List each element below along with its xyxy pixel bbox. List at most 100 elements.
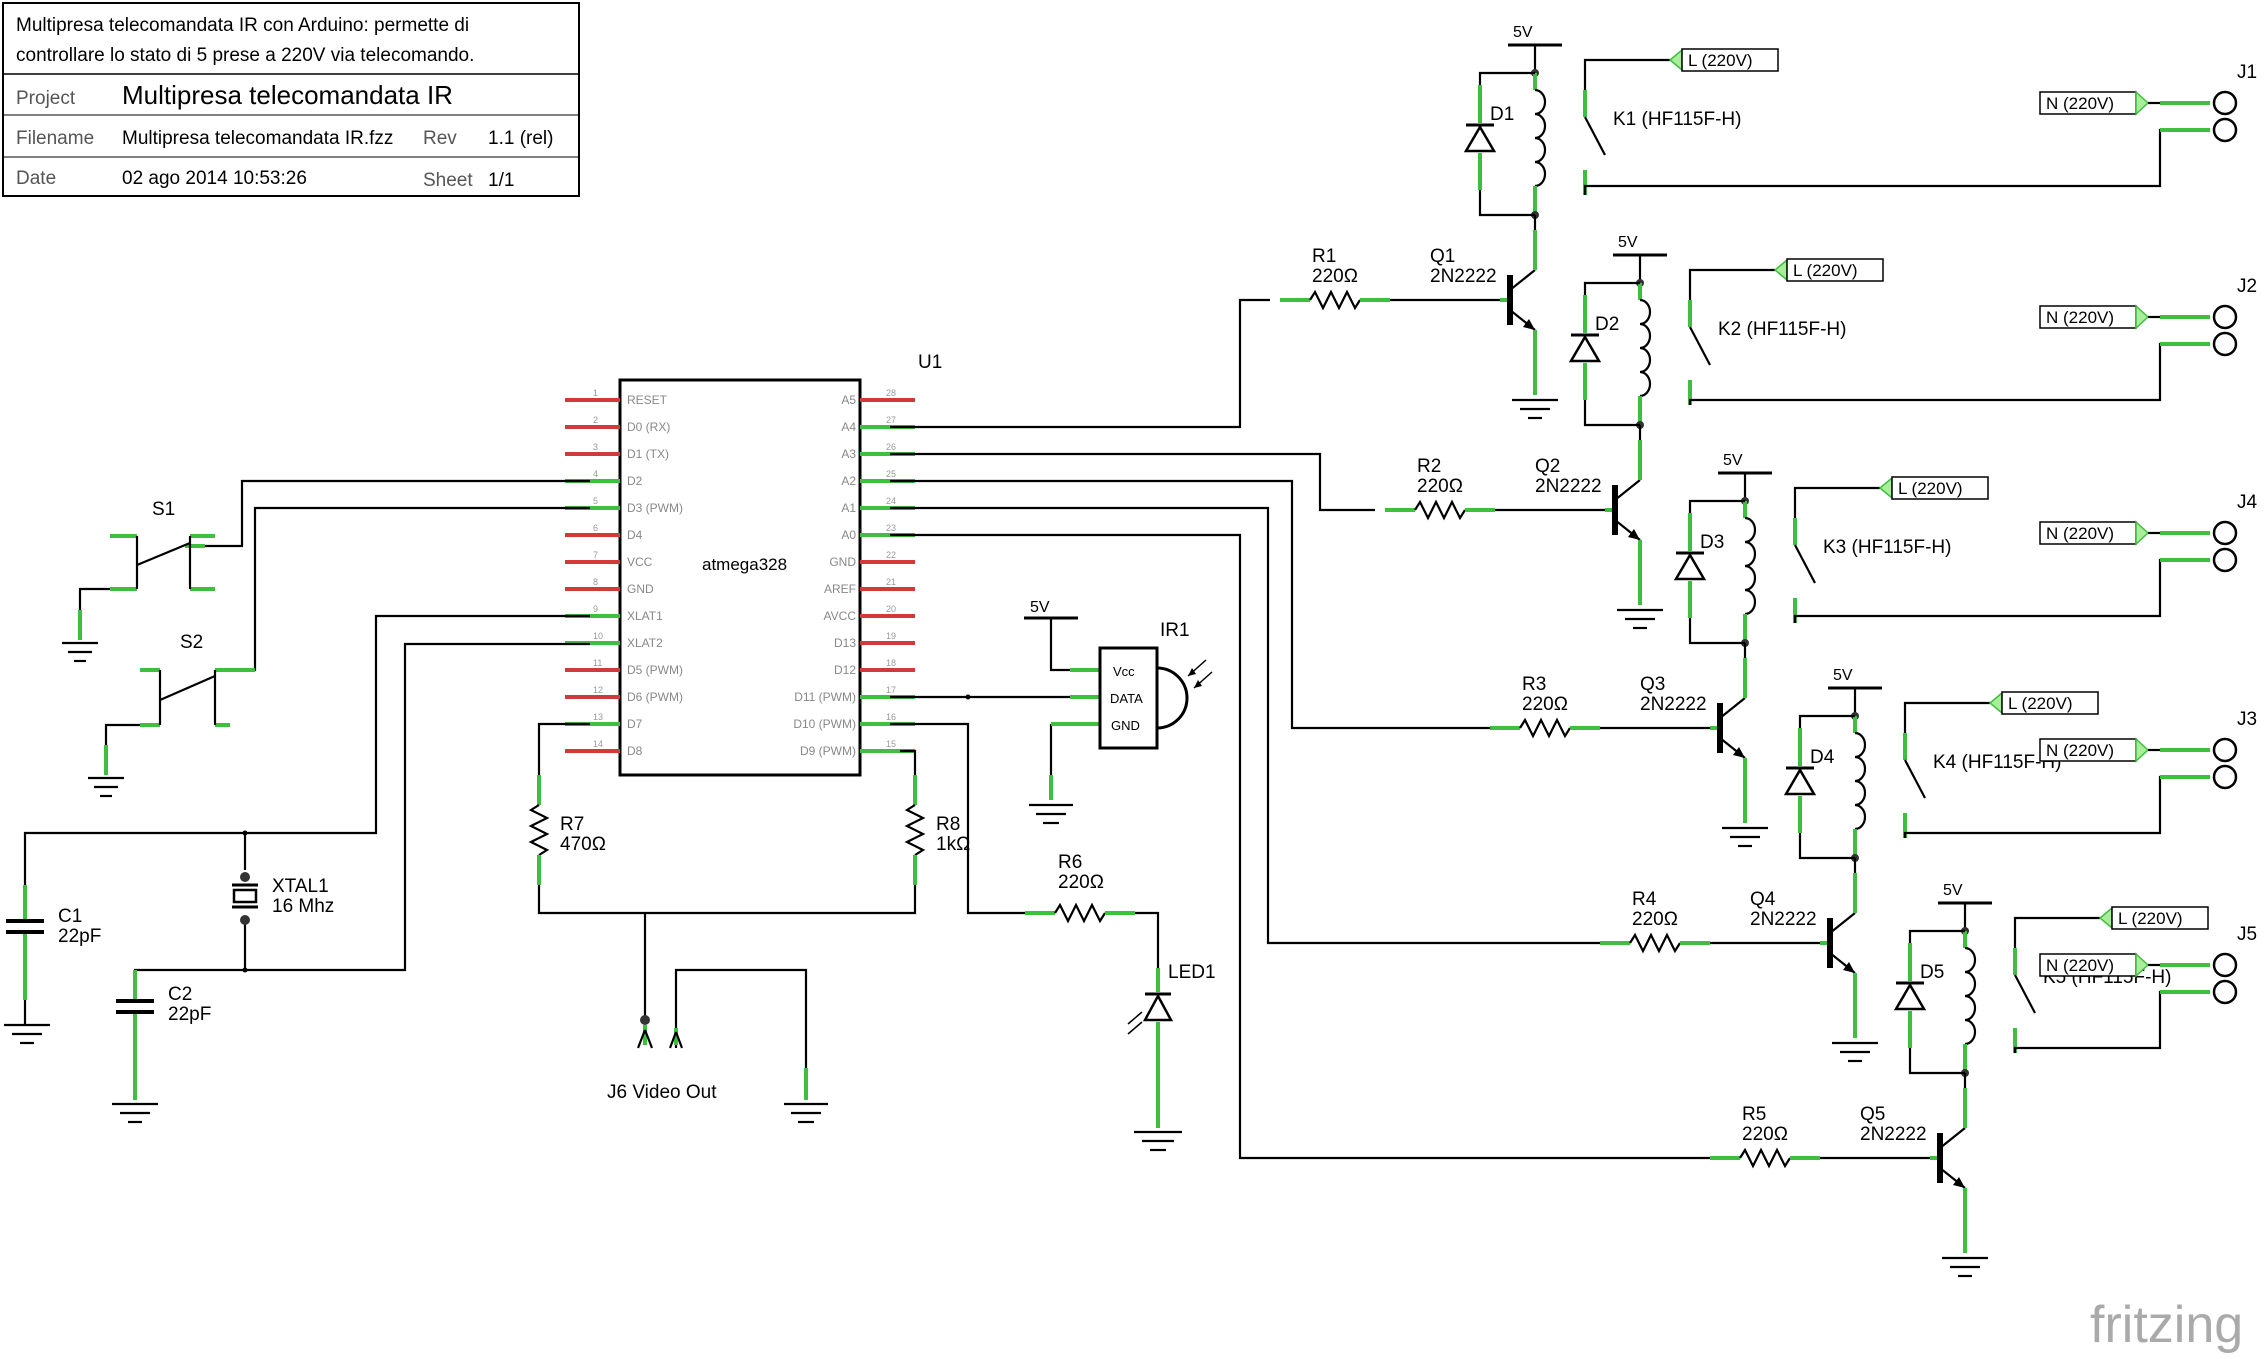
neutral-flag-label: N (220V) bbox=[2046, 308, 2114, 327]
mcu-left-pin-number: 13 bbox=[593, 712, 603, 722]
diode-wire bbox=[1688, 618, 1745, 645]
mcu-right-pin-number: 19 bbox=[886, 631, 896, 641]
xtal-value: 16 Mhz bbox=[272, 896, 334, 917]
output-wire bbox=[2013, 990, 2210, 1053]
diode-wire bbox=[1688, 499, 1745, 528]
transistor-collector bbox=[1829, 912, 1856, 934]
mcu-left-pin-name: XLAT1 bbox=[627, 609, 663, 623]
mcu-left-pin-name: D2 bbox=[627, 474, 643, 488]
line-wire bbox=[1793, 486, 1880, 518]
s2-label: S2 bbox=[180, 632, 203, 653]
mcu-right-pin-number: 16 bbox=[886, 712, 896, 722]
transistor-label: Q4 bbox=[1750, 889, 1776, 910]
mcu-right-pin-number: 26 bbox=[886, 442, 896, 452]
ir-data-pin: DATA bbox=[1110, 691, 1143, 706]
mcu-right-pin-number: 25 bbox=[886, 469, 896, 479]
output-wire bbox=[1688, 342, 2210, 405]
c2-label: C2 bbox=[168, 984, 192, 1005]
mcu-right-pin-name: A2 bbox=[841, 474, 856, 488]
mcu-left-pin-name: D3 (PWM) bbox=[627, 501, 683, 515]
mcu-right-pin-number: 18 bbox=[886, 658, 896, 668]
ir-supply-label: 5V bbox=[1030, 599, 1050, 616]
socket-terminal bbox=[2212, 90, 2238, 116]
neutral-flag bbox=[2135, 304, 2150, 330]
output-wire bbox=[1793, 558, 2210, 623]
mcu-left-pin-number: 6 bbox=[593, 523, 598, 533]
mcu-right-pin-name: A1 bbox=[841, 501, 856, 515]
diode-wire bbox=[1583, 281, 1640, 310]
socket-terminal bbox=[2212, 764, 2238, 790]
line-flag-box bbox=[2111, 906, 2209, 930]
switch-contact bbox=[1904, 759, 1926, 799]
resistor-label: R1 bbox=[1312, 246, 1336, 267]
resistor-body bbox=[1739, 1147, 1791, 1169]
diode-label: D2 bbox=[1595, 314, 1619, 335]
diode-body bbox=[1893, 982, 1927, 1011]
mcu-left-pin-number: 14 bbox=[593, 739, 603, 749]
mcu-left-pin-name: D8 bbox=[627, 744, 643, 758]
mcu-right-pin-number: 15 bbox=[886, 739, 896, 749]
c2-value: 22pF bbox=[168, 1004, 211, 1025]
line-flag bbox=[1773, 258, 1788, 282]
mcu-name: atmega328 bbox=[702, 555, 787, 574]
socket-terminal bbox=[2212, 547, 2238, 573]
socket-terminal bbox=[2212, 331, 2238, 357]
ir-gnd-pin: GND bbox=[1111, 718, 1140, 733]
transistor-arrow bbox=[1733, 747, 1745, 758]
diode-body bbox=[1568, 334, 1602, 363]
mcu-right-pin-number: 20 bbox=[886, 604, 896, 614]
switch-s2: S2 bbox=[88, 632, 230, 798]
transistor-value: 2N2222 bbox=[1535, 476, 1602, 497]
neutral-flag-label: N (220V) bbox=[2046, 741, 2114, 760]
line-wire bbox=[1688, 268, 1775, 300]
mcu-left-pin-name: D7 bbox=[627, 717, 643, 731]
socket-label: J3 bbox=[2237, 709, 2257, 730]
vcc-label: 5V bbox=[1513, 24, 1533, 41]
crystal-xtal1: XTAL1 16 Mhz bbox=[232, 830, 334, 973]
transistor-label: Q3 bbox=[1640, 674, 1665, 695]
resistor-value: 220Ω bbox=[1312, 266, 1358, 287]
mcu-right-pin-number: 21 bbox=[886, 577, 896, 587]
diode-wire bbox=[1908, 929, 1965, 958]
neutral-flag-label: N (220V) bbox=[2046, 956, 2114, 975]
sheet-value: 1/1 bbox=[488, 170, 514, 191]
transistor-collector bbox=[1509, 269, 1536, 291]
neutral-flag bbox=[2135, 520, 2150, 546]
diode-wire bbox=[1478, 190, 1535, 217]
vcc-label: 5V bbox=[1943, 882, 1963, 899]
mcu-left-pin-number: 8 bbox=[593, 577, 598, 587]
mcu-left-pin-name: RESET bbox=[627, 393, 668, 407]
mcu-right-pin-name: D10 (PWM) bbox=[793, 717, 856, 731]
mcu-right-pin-name: A5 bbox=[841, 393, 856, 407]
capacitor-c2: C2 22pF bbox=[112, 970, 211, 1124]
r7-label: R7 bbox=[560, 814, 584, 835]
video-label: J6 Video Out bbox=[607, 1082, 717, 1103]
switch-contact bbox=[1689, 326, 1711, 366]
resistor-body bbox=[1414, 499, 1466, 521]
line-wire bbox=[1583, 58, 1670, 90]
vcc-label: 5V bbox=[1618, 234, 1638, 251]
description-line-2: controllare lo stato di 5 prese a 220V v… bbox=[16, 45, 474, 66]
resistor-body bbox=[1309, 289, 1361, 311]
r8-label: R8 bbox=[936, 814, 960, 835]
line-flag-label: L (220V) bbox=[2118, 909, 2183, 928]
video-out-j6: J6 Video Out bbox=[537, 885, 917, 1124]
mcu-left-pin-name: VCC bbox=[627, 555, 653, 569]
line-flag-label: L (220V) bbox=[1688, 51, 1753, 70]
mcu-right-pin-number: 23 bbox=[886, 523, 896, 533]
diode-wire bbox=[1908, 1048, 1965, 1075]
line-flag bbox=[1988, 691, 2003, 715]
diode-wire bbox=[1583, 400, 1640, 427]
line-flag-box bbox=[1891, 476, 1989, 500]
diode-body bbox=[1463, 124, 1497, 153]
ir-vcc-pin: Vcc bbox=[1113, 664, 1135, 679]
title-block: Multipresa telecomandata IR con Arduino:… bbox=[2, 2, 580, 197]
mcu-left-pin-number: 3 bbox=[593, 442, 598, 452]
transistor-arrow bbox=[1843, 962, 1855, 973]
socket-terminal bbox=[2212, 304, 2238, 330]
diode-label: D4 bbox=[1810, 747, 1835, 768]
mcu-right-pin-name: A0 bbox=[841, 528, 856, 542]
